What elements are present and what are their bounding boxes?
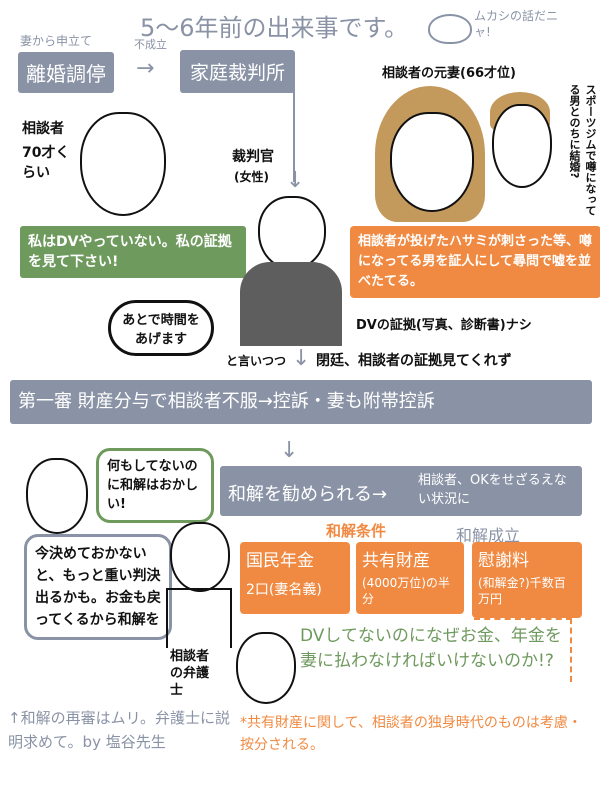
- property-note: *共有財産に関して、相談者の独身時代のものは考慮・按分される。: [240, 715, 582, 753]
- judge-bubble: あとで時間をあげます: [108, 300, 214, 356]
- client-age: 70才くらい: [22, 145, 70, 181]
- judge-action: と言いつつ: [226, 354, 287, 368]
- condition-pension: 国民年金 2口(妻名義): [240, 542, 350, 614]
- judge-gender: (女性): [234, 170, 269, 184]
- wife-claim: 相談者が投げたハサミが刺さった等、噂になってる男を証人にして尋問で嘘を並べたてる…: [350, 226, 600, 298]
- settlement-recommended: 和解を勧められる→: [228, 484, 388, 505]
- condition-detail: (4000万位)の半分: [362, 576, 450, 606]
- settlement-banner: [220, 466, 582, 516]
- client-portrait: [80, 112, 166, 216]
- family-court-box: 家庭裁判所: [180, 50, 296, 93]
- arrow-down-icon: ↓: [286, 168, 305, 193]
- connector-line: [293, 72, 295, 182]
- condition-detail: (和解金?)千数百万円: [478, 576, 566, 606]
- condition-title: 慰謝料: [478, 551, 529, 571]
- client-bubble: 何もしてないのに和解はおかしい!: [96, 448, 214, 523]
- conditions-label: 和解条件: [326, 522, 387, 540]
- judge-robe: [240, 262, 342, 346]
- client-questioning-portrait: [236, 632, 296, 704]
- ex-wife-label: 相談者の元妻(66才位): [382, 66, 516, 81]
- applicant-note: 妻から申立て: [20, 34, 93, 48]
- lawyer-portrait: [170, 522, 230, 592]
- client-label: 相談者: [22, 121, 64, 137]
- condition-property: 共有財産 (4000万位)の半分: [356, 542, 464, 614]
- condition-detail: 2口(妻名義): [246, 582, 322, 598]
- gym-man-note: スポーツジムで噂になってる男とのちに結婚?: [568, 84, 597, 216]
- closing-note: 閉廷、相談者の証拠見てくれず: [316, 353, 512, 369]
- dashed-connector: [474, 618, 572, 682]
- ex-wife-portrait: [390, 112, 474, 212]
- settlement-forced: 相談者、OKをせざるえない状況に: [418, 473, 567, 507]
- failed-label: 不成立: [134, 38, 167, 51]
- concluded-label: 和解成立: [456, 526, 521, 545]
- lawyer-bubble: 今決めておかないと、もっと重い判決出るかも。お金も戻ってくるから和解を: [24, 534, 172, 640]
- client-question: DVしてないのになぜお金、年金を妻に払わなければいけないのか!?: [300, 626, 562, 671]
- lawyer-suit: [166, 588, 232, 648]
- gym-man-portrait: [492, 104, 552, 188]
- advice-note: ↑和解の再審はムリ。弁護士に説明求めて。by 塩谷先生: [8, 709, 230, 751]
- arrow-down-icon: ↓: [280, 438, 299, 463]
- cat-icon: [428, 14, 472, 44]
- condition-title: 国民年金: [246, 551, 314, 571]
- client-angry-portrait: [26, 458, 88, 534]
- mediation-box: 離婚調停: [18, 52, 114, 93]
- no-evidence-note: DVの証拠(写真、診断書)ナシ: [356, 318, 532, 333]
- condition-title: 共有財産: [362, 551, 430, 571]
- arrow-down-icon: ↓: [292, 346, 311, 371]
- client-claim: 私はDVやっていない。私の証拠を見て下さい!: [20, 226, 246, 278]
- arrow-right-icon: →: [136, 56, 155, 81]
- judge-label: 裁判官: [232, 149, 274, 165]
- judge-portrait: [258, 196, 326, 270]
- cat-note: ムカシの話だニャ!: [474, 9, 559, 39]
- appeal-banner: 第一審 財産分与で相談者不服→控訴・妻も附帯控訴: [10, 380, 592, 424]
- page-title: 5〜6年前の出来事です。: [140, 14, 409, 42]
- lawyer-label: 相談者の弁護士: [170, 649, 210, 698]
- condition-consolation: 慰謝料 (和解金?)千数百万円: [472, 542, 582, 618]
